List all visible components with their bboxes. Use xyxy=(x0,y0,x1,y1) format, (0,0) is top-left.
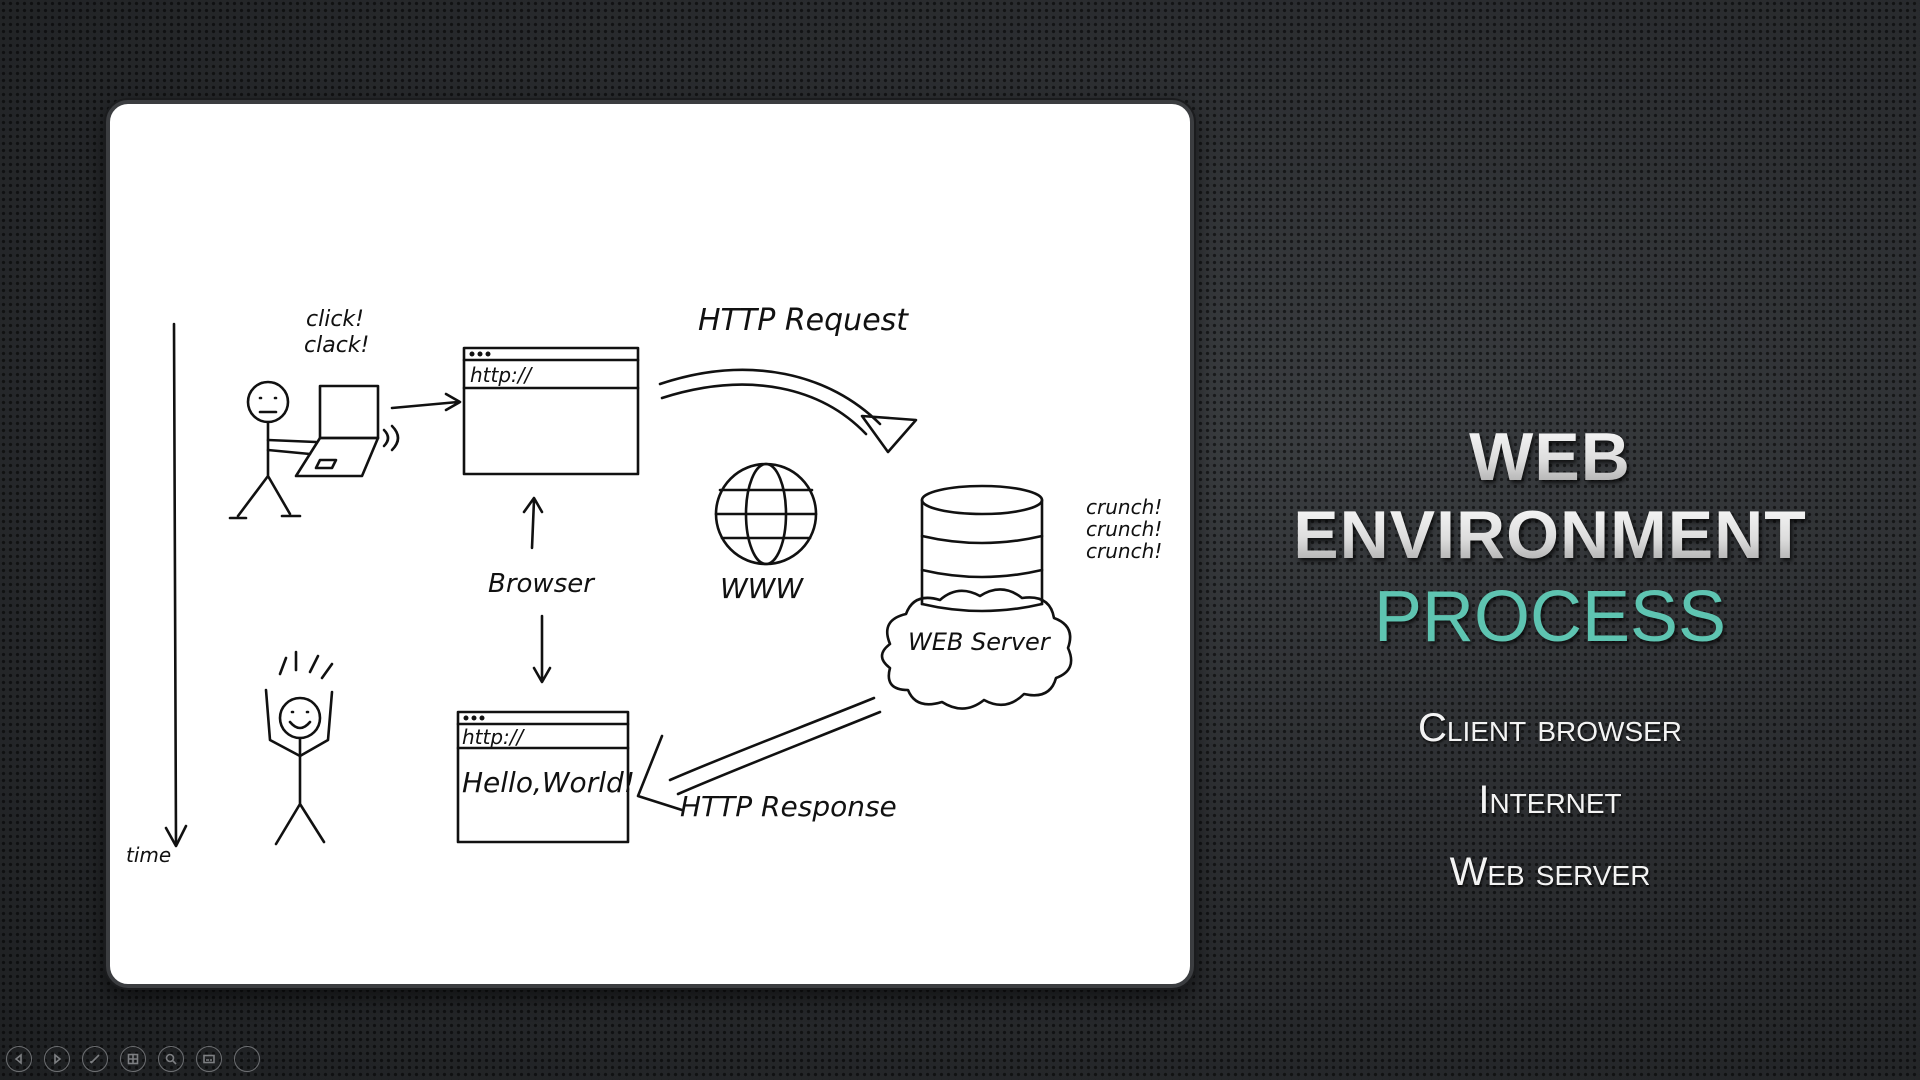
next-button[interactable] xyxy=(44,1046,70,1072)
diagram-picture: time click! clack! http:// xyxy=(106,100,1194,988)
crunch-label-2: crunch! xyxy=(1086,517,1162,541)
browser-label: Browser xyxy=(488,569,596,599)
more-options-icon xyxy=(243,1058,251,1060)
previous-button[interactable] xyxy=(6,1046,32,1072)
subtitles-button[interactable] xyxy=(196,1046,222,1072)
presenter-toolbar xyxy=(6,1046,260,1072)
web-process-sketch: time click! clack! http:// xyxy=(126,303,1162,867)
web-server-label: WEB Server xyxy=(908,628,1052,656)
title-line-environment: ENVIRONMENT xyxy=(1270,496,1830,574)
http-response-arrow xyxy=(636,696,882,812)
url-text-top: http:// xyxy=(470,363,534,387)
bullet-internet: Internet xyxy=(1478,778,1622,822)
pen-icon xyxy=(90,1054,100,1064)
previous-icon xyxy=(14,1053,22,1065)
www-label: WWW xyxy=(720,572,804,605)
happy-user-figure xyxy=(264,650,334,846)
next-icon xyxy=(54,1053,62,1065)
click-label: click! xyxy=(306,307,364,332)
zoom-button[interactable] xyxy=(158,1046,184,1072)
bullet-client-browser: Client browser xyxy=(1417,706,1683,750)
http-request-label: HTTP Request xyxy=(698,303,909,338)
arrow-down-to-browser xyxy=(532,614,552,684)
browser-window-bottom xyxy=(456,710,630,844)
slides-grid-icon xyxy=(127,1053,139,1065)
url-text-bottom: http:// xyxy=(462,725,526,749)
browser-window-top xyxy=(462,346,640,476)
pen-button[interactable] xyxy=(82,1046,108,1072)
title-line-web: WEB xyxy=(1270,418,1830,496)
http-response-label: HTTP Response xyxy=(680,790,897,823)
database-icon xyxy=(920,484,1044,613)
arrow-up-to-browser xyxy=(522,496,544,550)
user-at-laptop-figure xyxy=(228,380,400,520)
time-arrow xyxy=(164,322,188,848)
clack-label: clack! xyxy=(304,333,369,358)
arrow-to-browser xyxy=(390,392,462,412)
crunch-label-3: crunch! xyxy=(1086,539,1162,563)
hello-world-text: Hello,World! xyxy=(462,766,635,799)
globe-icon xyxy=(714,462,818,566)
subtitles-icon xyxy=(203,1054,215,1064)
slide-title: WEB ENVIRONMENT PROCESS xyxy=(1270,418,1830,660)
zoom-icon xyxy=(165,1053,177,1065)
bullet-web-server: Web server xyxy=(1449,850,1651,894)
http-request-arrow xyxy=(658,368,918,454)
server-cloud xyxy=(880,588,1073,710)
slides-grid-button[interactable] xyxy=(120,1046,146,1072)
time-label: time xyxy=(126,843,171,867)
bullet-list: Client browser Internet Web server xyxy=(1270,692,1830,908)
title-line-process: PROCESS xyxy=(1373,577,1727,657)
more-options-button[interactable] xyxy=(234,1046,260,1072)
crunch-label-1: crunch! xyxy=(1086,495,1162,519)
